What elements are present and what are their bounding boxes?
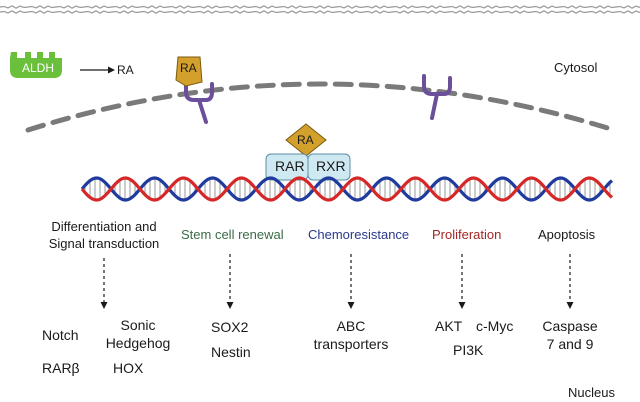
dna-helix — [80, 176, 614, 202]
ra-ligand-cytosol — [175, 56, 203, 87]
gene-c-myc: c-Myc — [476, 318, 514, 334]
gene-nestin: Nestin — [211, 344, 251, 360]
ra-product-label: RA — [117, 63, 134, 77]
rar-label: RAR — [275, 158, 305, 174]
gene-sonic-hedgehog: Sonic Hedgehog — [98, 316, 178, 352]
gene-akt: AKT — [435, 318, 463, 334]
gene-rar-beta: RARβ — [42, 360, 80, 376]
gene-abc-line2: transporters — [313, 336, 389, 352]
pathway-title-stem-cell: Stem cell renewal — [181, 227, 284, 242]
cytosol-label: Cytosol — [554, 60, 598, 75]
pathway-title-apoptosis: Apoptosis — [538, 227, 596, 242]
pathway-title-proliferation: Proliferation — [432, 227, 502, 242]
arrow-chemoresistance — [347, 254, 355, 309]
ra-ligand-cytosol-label: RA — [180, 61, 197, 75]
gene-pi3k: PI3K — [453, 342, 484, 358]
pathway-title-differentiation-line1: Differentiation and — [51, 219, 157, 234]
nucleus-label: Nucleus — [568, 385, 615, 400]
membrane-receptor-free — [422, 74, 452, 120]
arrow-differentiation — [100, 258, 108, 309]
pathway-title-differentiation-line2: Signal transduction — [48, 236, 160, 251]
aldh-label: ALDH — [22, 61, 55, 75]
gene-caspase-line2: 7 and 9 — [546, 336, 594, 352]
gene-caspase: Caspase 7 and 9 — [530, 317, 610, 353]
pathway-title-differentiation: Differentiation and Signal transduction — [34, 218, 174, 252]
arrow-apoptosis — [566, 254, 574, 309]
pathway-arrows — [100, 254, 574, 309]
gene-sonic-line1: Sonic — [120, 317, 156, 333]
arrow-proliferation — [458, 254, 466, 309]
rxr-receptor — [307, 153, 351, 181]
arrow-stem-cell — [226, 254, 234, 309]
ra-ligand-nuclear-label: RA — [297, 133, 314, 147]
pathway-title-chemoresistance: Chemoresistance — [308, 227, 410, 242]
membrane-receptor-bound — [184, 80, 214, 124]
gene-notch: Notch — [42, 327, 79, 343]
gene-abc-line1: ABC — [336, 318, 366, 334]
gene-hox: HOX — [113, 360, 144, 376]
gene-abc-transporters: ABC transporters — [300, 317, 402, 353]
gene-caspase-line1: Caspase — [542, 318, 598, 334]
gene-sox2: SOX2 — [211, 319, 249, 335]
aldh-to-ra-arrow — [80, 66, 115, 74]
nuclear-envelope — [25, 81, 617, 133]
cell-membrane — [0, 5, 640, 14]
gene-sonic-line2: Hedgehog — [105, 335, 171, 351]
rxr-label: RXR — [316, 158, 346, 174]
aldh-enzyme — [10, 52, 62, 78]
